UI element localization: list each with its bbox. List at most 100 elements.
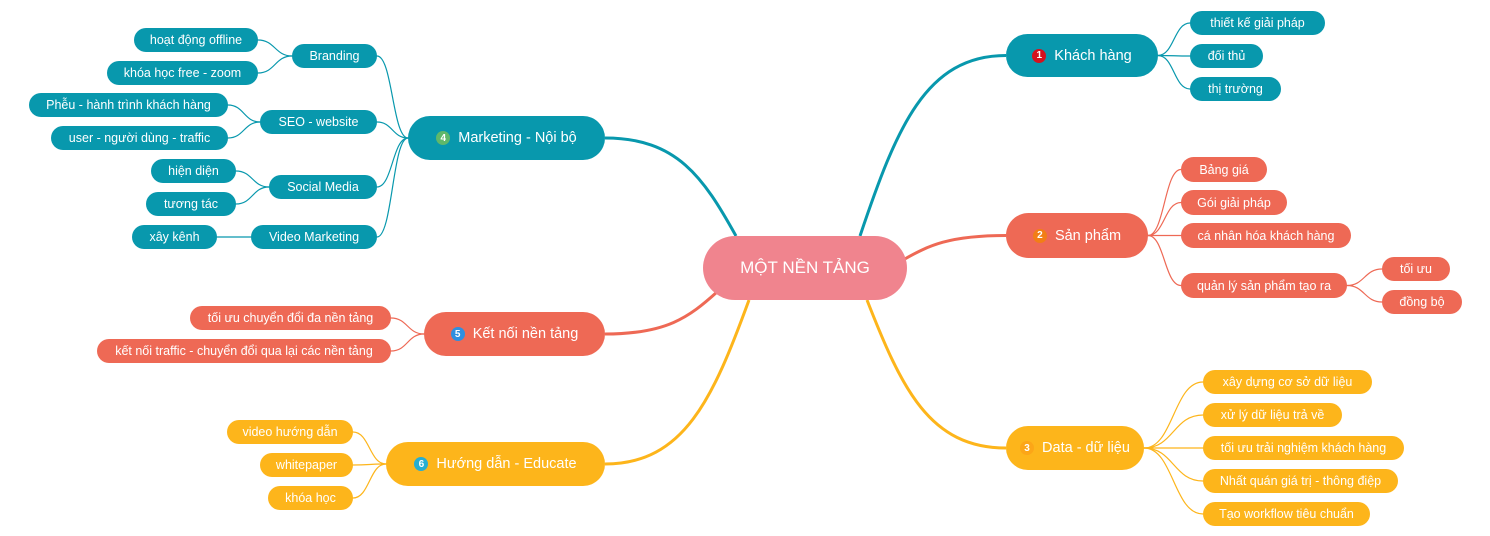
topic-xay-kenh[interactable]: xây kênh bbox=[132, 225, 217, 249]
link-root-marketing bbox=[604, 136, 738, 237]
topic-toi-uu-trai-nghiem[interactable]: tối ưu trải nghiệm khách hàng bbox=[1203, 436, 1404, 460]
branch-marketing[interactable]: 4 Marketing - Nội bộ bbox=[408, 116, 605, 160]
topic-label: Bảng giá bbox=[1199, 162, 1249, 177]
link-topic-social-media-topic-tuong-tac bbox=[235, 186, 270, 205]
topic-label: Phễu - hành trình khách hàng bbox=[46, 98, 211, 112]
branch-data[interactable]: 3 Data - dữ liệu bbox=[1006, 426, 1144, 470]
topic-seo-website[interactable]: SEO - website bbox=[260, 110, 377, 134]
branch-label: Khách hàng bbox=[1054, 47, 1132, 64]
link-branch-ket-noi-topic-toi-uu-chuyen-doi bbox=[390, 317, 425, 335]
topic-hoat-dong-offline[interactable]: hoạt động offline bbox=[134, 28, 258, 52]
topic-label: whitepaper bbox=[275, 458, 338, 472]
link-branch-data-topic-xu-ly-du-lieu bbox=[1143, 414, 1204, 449]
topic-label: thị trường bbox=[1208, 82, 1263, 96]
topic-goi-giai-phap[interactable]: Gói giải pháp bbox=[1181, 190, 1287, 215]
link-root-khach-hang bbox=[858, 54, 1007, 237]
topic-label: xây dựng cơ sở dữ liệu bbox=[1222, 375, 1353, 389]
topic-khoa-hoc-free[interactable]: khóa học free - zoom bbox=[107, 61, 258, 85]
topic-label: Nhất quán giá trị - thông điệp bbox=[1219, 474, 1382, 488]
topic-khoa-hoc[interactable]: khóa học bbox=[268, 486, 353, 510]
topic-doi-thu[interactable]: đối thủ bbox=[1190, 44, 1263, 68]
link-branch-san-pham-topic-goi-giai-phap bbox=[1147, 201, 1182, 237]
topic-ket-noi-traffic[interactable]: kết nối traffic - chuyển đổi qua lại các… bbox=[97, 339, 391, 363]
link-topic-seo-website-topic-pheu-hanh-trinh bbox=[227, 104, 261, 123]
topic-label: hoạt động offline bbox=[149, 33, 243, 47]
link-topic-social-media-topic-hien-dien bbox=[235, 170, 270, 188]
topic-video-huong-dan[interactable]: video hướng dẫn bbox=[227, 420, 353, 444]
topic-thiet-ke-giai-phap[interactable]: thiết kế giải pháp bbox=[1190, 11, 1325, 35]
link-root-ket-noi bbox=[604, 290, 719, 336]
link-branch-san-pham-topic-bang-gia bbox=[1147, 168, 1182, 237]
topic-label: tương tác bbox=[163, 197, 219, 211]
link-branch-data-topic-xay-dung-csdl bbox=[1143, 381, 1204, 449]
topic-dong-bo[interactable]: đồng bộ bbox=[1382, 290, 1462, 314]
link-branch-marketing-topic-social-media bbox=[376, 137, 409, 188]
priority-5-icon: 5 bbox=[450, 327, 465, 341]
topic-social-media[interactable]: Social Media bbox=[269, 175, 377, 199]
link-root-data bbox=[865, 299, 1007, 450]
topic-label: tối ưu bbox=[1400, 262, 1432, 276]
topic-label: khóa học bbox=[285, 491, 336, 505]
link-root-huong-dan bbox=[604, 299, 751, 466]
topic-tuong-tac[interactable]: tương tác bbox=[146, 192, 236, 216]
topic-nhat-quan[interactable]: Nhất quán giá trị - thông điệp bbox=[1203, 469, 1398, 493]
root-topic-label: MỘT NỀN TẢNG bbox=[740, 258, 870, 277]
priority-1-icon: 1 bbox=[1032, 48, 1047, 63]
topic-xay-dung-csdl[interactable]: xây dựng cơ sở dữ liệu bbox=[1203, 370, 1372, 394]
root-topic[interactable]: MỘT NỀN TẢNG bbox=[703, 236, 907, 300]
topic-label: cá nhân hóa khách hàng bbox=[1197, 228, 1335, 243]
link-root-san-pham bbox=[902, 234, 1007, 262]
topic-label: khóa học free - zoom bbox=[123, 66, 242, 80]
topic-label: Tạo workflow tiêu chuẩn bbox=[1219, 507, 1354, 521]
branch-label: Hướng dẫn - Educate bbox=[436, 456, 577, 472]
link-branch-marketing-topic-video-marketing bbox=[376, 137, 409, 238]
topic-pheu-hanh-trinh[interactable]: Phễu - hành trình khách hàng bbox=[29, 93, 228, 117]
topic-toi-uu[interactable]: tối ưu bbox=[1382, 257, 1450, 281]
topic-label: user - người dùng - traffic bbox=[68, 131, 211, 145]
link-branch-khach-hang-topic-doi-thu bbox=[1157, 54, 1191, 57]
topic-label: đối thủ bbox=[1207, 49, 1246, 63]
link-topic-quan-ly-san-pham-topic-toi-uu bbox=[1346, 268, 1383, 287]
topic-xu-ly-du-lieu[interactable]: xử lý dữ liệu trả về bbox=[1203, 403, 1342, 427]
topic-label: Social Media bbox=[287, 180, 359, 194]
topic-toi-uu-chuyen-doi[interactable]: tối ưu chuyển đổi đa nền tảng bbox=[190, 306, 391, 330]
link-branch-data-topic-tao-workflow bbox=[1143, 447, 1204, 515]
link-branch-huong-dan-topic-video-huong-dan bbox=[352, 431, 387, 465]
topic-label: kết nối traffic - chuyển đổi qua lại các… bbox=[115, 344, 373, 358]
topic-whitepaper[interactable]: whitepaper bbox=[260, 453, 353, 477]
topic-label: Branding bbox=[309, 49, 360, 63]
link-branch-ket-noi-topic-ket-noi-traffic bbox=[390, 333, 425, 352]
topic-label: xây kênh bbox=[149, 230, 200, 244]
link-branch-marketing-topic-branding bbox=[376, 55, 409, 139]
topic-bang-gia[interactable]: Bảng giá bbox=[1181, 157, 1267, 182]
topic-label: tối ưu chuyển đổi đa nền tảng bbox=[207, 311, 374, 325]
link-topic-branding-topic-khoa-hoc-free bbox=[257, 55, 293, 74]
branch-khach-hang[interactable]: 1 Khách hàng bbox=[1006, 34, 1158, 77]
topic-branding[interactable]: Branding bbox=[292, 44, 377, 68]
topic-quan-ly-san-pham[interactable]: quản lý sản phẩm tạo ra bbox=[1181, 273, 1347, 298]
branch-san-pham[interactable]: 2 Sản phẩm bbox=[1006, 213, 1148, 258]
link-branch-khach-hang-topic-thiet-ke-giai-phap bbox=[1157, 22, 1191, 57]
link-topic-seo-website-topic-user-traffic bbox=[227, 121, 261, 139]
topic-label: hiện diện bbox=[168, 164, 219, 178]
priority-6-icon: 6 bbox=[414, 457, 429, 471]
topic-ca-nhan-hoa[interactable]: cá nhân hóa khách hàng bbox=[1181, 223, 1351, 248]
topic-label: Gói giải pháp bbox=[1197, 195, 1271, 210]
topic-label: xử lý dữ liệu trả về bbox=[1220, 408, 1325, 422]
topic-user-traffic[interactable]: user - người dùng - traffic bbox=[51, 126, 228, 150]
topic-video-marketing[interactable]: Video Marketing bbox=[251, 225, 377, 249]
branch-ket-noi[interactable]: 5 Kết nối nền tảng bbox=[424, 312, 605, 356]
branch-huong-dan[interactable]: 6 Hướng dẫn - Educate bbox=[386, 442, 605, 486]
topic-label: quản lý sản phẩm tạo ra bbox=[1196, 278, 1332, 293]
topic-label: video hướng dẫn bbox=[242, 425, 338, 439]
link-branch-data-topic-nhat-quan bbox=[1143, 447, 1204, 482]
topic-tao-workflow[interactable]: Tạo workflow tiêu chuẩn bbox=[1203, 502, 1370, 526]
link-branch-san-pham-topic-quan-ly-san-pham bbox=[1147, 234, 1182, 287]
link-branch-khach-hang-topic-thi-truong bbox=[1157, 54, 1191, 90]
topic-hien-dien[interactable]: hiện diện bbox=[151, 159, 236, 183]
priority-2-icon: 2 bbox=[1032, 228, 1047, 243]
link-topic-branding-topic-hoat-dong-offline bbox=[257, 39, 293, 57]
topic-thi-truong[interactable]: thị trường bbox=[1190, 77, 1281, 101]
priority-4-icon: 4 bbox=[436, 131, 451, 145]
